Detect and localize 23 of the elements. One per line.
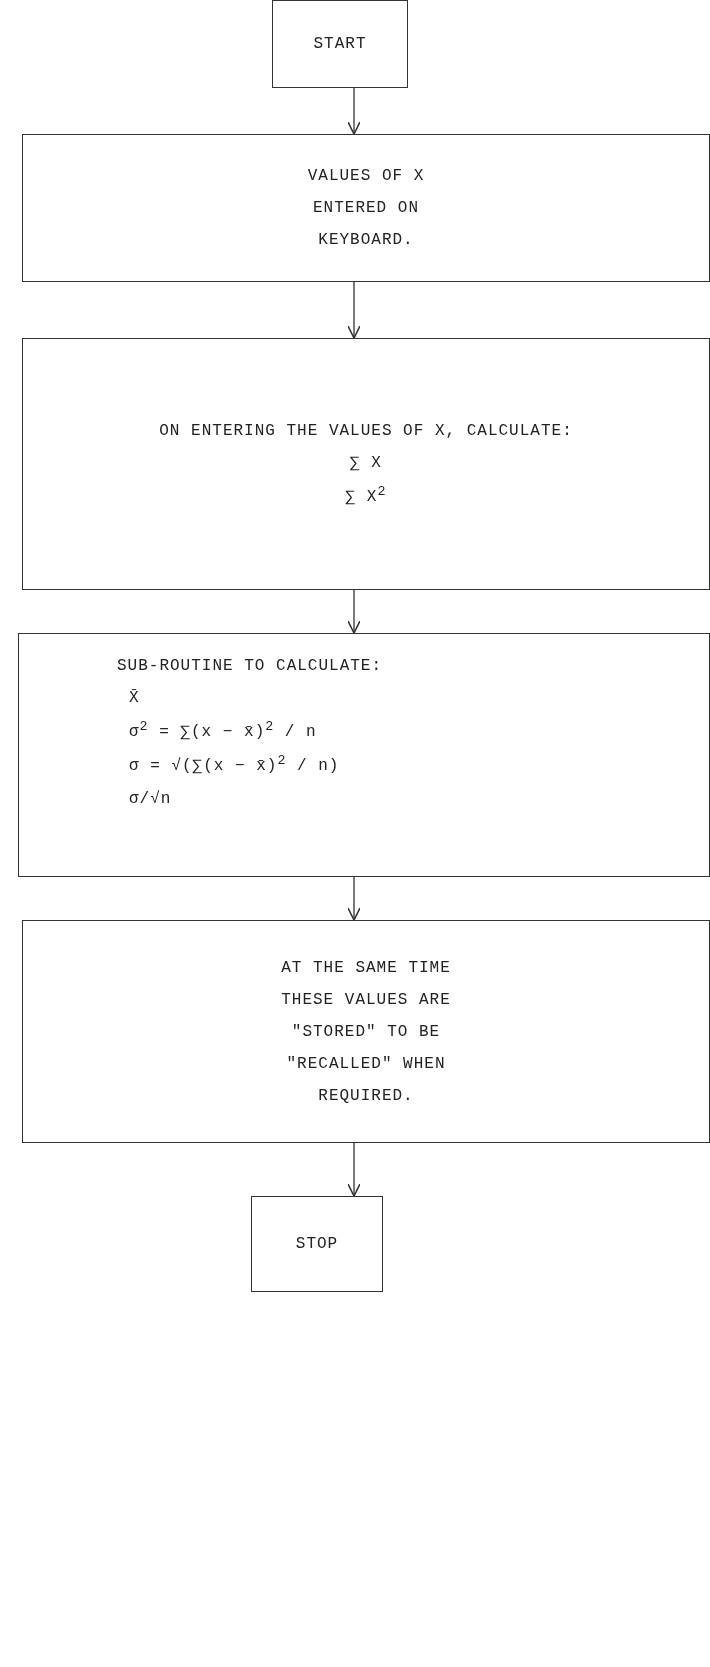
process-box — [18, 633, 710, 877]
box-text: START — [313, 34, 367, 55]
box-text: ∑ X$^{2}$ — [345, 482, 387, 509]
box-text: σ$^{2}$ = ∑(x − x̄)$^{2}$ / n — [129, 718, 317, 744]
arrow — [347, 876, 361, 921]
box-text: AT THE SAME TIME THESE VALUES ARE "STORED" TO BE "RECALLED" WHEN REQUIRED. — [280, 957, 452, 1107]
box-text: σ/√n — [129, 788, 172, 810]
process-box — [22, 338, 710, 590]
arrow — [347, 281, 361, 339]
box-text: ∑ X — [350, 452, 382, 474]
arrow — [347, 87, 361, 135]
process-box — [22, 134, 710, 282]
box-text: X̄ — [129, 688, 140, 709]
box-text: STOP — [295, 1234, 339, 1255]
process-box — [22, 920, 710, 1143]
arrow — [347, 589, 361, 634]
box-text: VALUES OF X ENTERED ON KEYBOARD. — [306, 166, 426, 251]
box-text: ON ENTERING THE VALUES OF X, CALCULATE: — [159, 420, 573, 442]
process-box — [272, 0, 408, 88]
box-text: σ = √(∑(x − x̄)$^{2}$ / n) — [129, 752, 340, 778]
box-text: SUB-ROUTINE TO CALCULATE: — [117, 656, 383, 677]
arrow — [347, 1142, 361, 1197]
process-box — [251, 1196, 383, 1292]
